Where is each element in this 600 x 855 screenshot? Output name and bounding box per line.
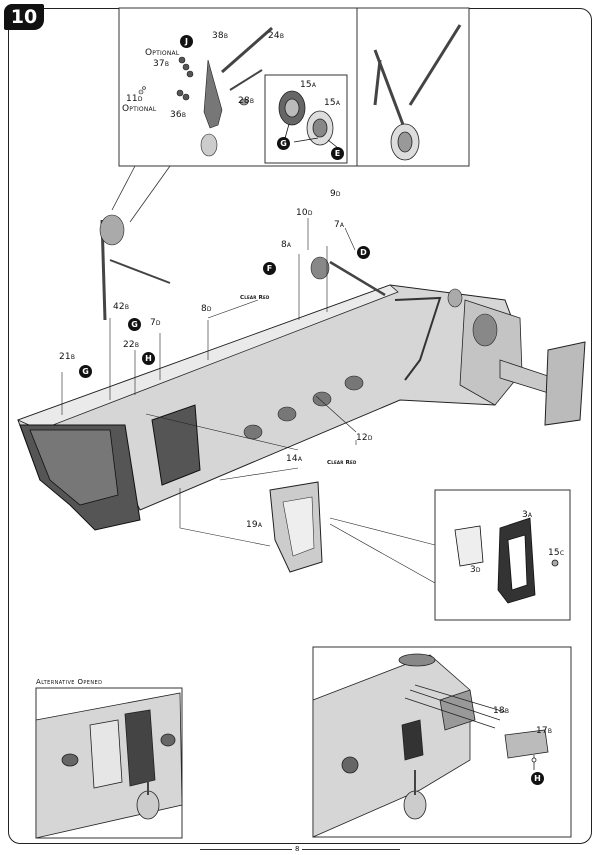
part-15a-label-right: 15a bbox=[324, 98, 341, 108]
part-3d-label: 3d bbox=[470, 565, 481, 575]
part-18b-label: 18b bbox=[493, 706, 510, 716]
alternative-opened-caption: Alternative Opened bbox=[36, 678, 103, 686]
part-22b-label: 22b bbox=[123, 340, 140, 350]
part-7d-label: 7d bbox=[150, 318, 161, 328]
part-7a-label: 7a bbox=[334, 220, 345, 230]
part-8d-label: 8d bbox=[201, 304, 212, 314]
part-3a-label: 3a bbox=[522, 510, 533, 520]
part-10d-label: 10d bbox=[296, 208, 313, 218]
clear-red-label-1: Clear Red bbox=[240, 295, 270, 301]
part-28b-label: 28b bbox=[238, 96, 255, 106]
opened-door-drawing bbox=[35, 692, 183, 839]
callout-badge-g-42: G bbox=[128, 318, 141, 331]
page-number: 8 bbox=[292, 845, 303, 853]
part-12d-label: 12d bbox=[356, 433, 373, 443]
callout-badge-g-21: G bbox=[79, 365, 92, 378]
part-15a-label-left: 15a bbox=[300, 80, 317, 90]
part-42b-label: 42b bbox=[113, 302, 130, 312]
part-36b-label: 36b bbox=[170, 110, 187, 120]
part-14a-label: 14a bbox=[286, 454, 303, 464]
optional-label-top: Optional bbox=[145, 48, 180, 58]
callout-badge-e: E bbox=[331, 147, 344, 160]
optional-label-left: Optional bbox=[122, 104, 157, 114]
part-11d-label: 11d bbox=[126, 94, 143, 104]
callout-badge-h-22: H bbox=[142, 352, 155, 365]
callout-badge-f: F bbox=[263, 262, 276, 275]
part-24b-label: 24b bbox=[268, 31, 285, 41]
part-8a-label: 8a bbox=[281, 240, 292, 250]
assembled-gear bbox=[373, 24, 462, 161]
callout-badge-d: D bbox=[357, 246, 370, 259]
part-9d-label: 9d bbox=[330, 189, 341, 199]
part-38b-label: 38b bbox=[212, 31, 229, 41]
callout-badge-j: J bbox=[180, 35, 193, 48]
part-15c-label: 15c bbox=[548, 548, 565, 558]
wheel-parts bbox=[278, 90, 339, 149]
part-17b-label: 17b bbox=[536, 726, 553, 736]
part-21b-label: 21b bbox=[59, 352, 76, 362]
part-37b-label: 37b bbox=[153, 59, 170, 69]
callout-badge-h-bottom: H bbox=[531, 772, 544, 785]
fuselage bbox=[16, 214, 586, 573]
clear-red-label-2: Clear Red bbox=[327, 460, 357, 466]
step-number-badge: 10 bbox=[4, 4, 44, 30]
rear-drawing bbox=[312, 653, 549, 838]
callout-badge-g-top: G bbox=[277, 137, 290, 150]
landing-gear-parts bbox=[138, 26, 273, 157]
door-parts bbox=[454, 517, 559, 604]
leader-lines bbox=[61, 218, 436, 584]
part-19a-label: 19a bbox=[246, 520, 263, 530]
